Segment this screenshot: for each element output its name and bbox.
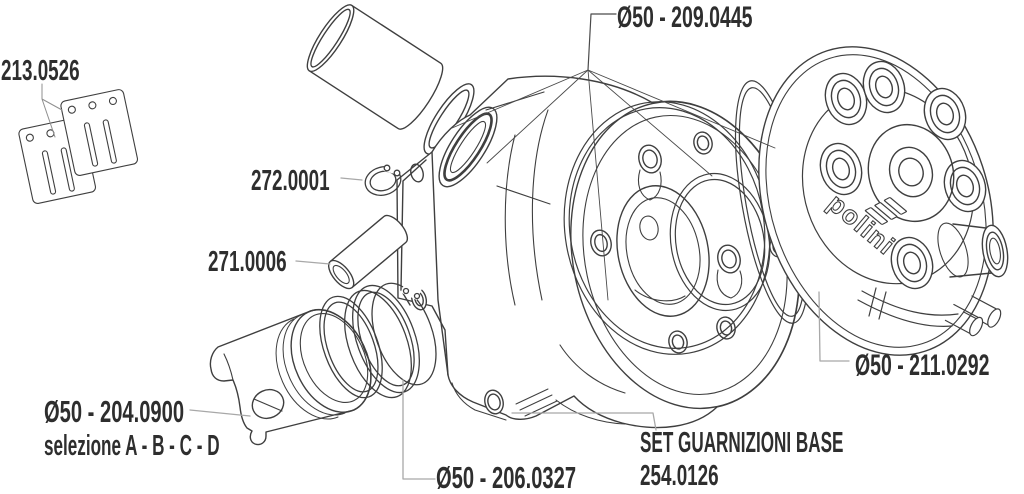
reed-valves-illustration <box>18 89 139 204</box>
label-base-gasket-number: 254.0126 <box>640 460 719 492</box>
polini-logo-icon <box>864 197 907 225</box>
leader-lines <box>41 13 850 480</box>
leader-wrist-pin <box>295 260 331 265</box>
label-piston-selection: selezione A - B - C - D <box>44 430 220 462</box>
piston-illustration <box>209 308 372 446</box>
wrist-pin-illustration <box>327 214 409 290</box>
label-base-gasket-title: SET GUARNIZIONI BASE <box>640 427 844 459</box>
leader-cylinder-head <box>818 291 850 362</box>
circlip-illustration <box>364 159 402 196</box>
label-reed-valves: 213.0526 <box>1 55 80 87</box>
label-circlip: 272.0001 <box>251 165 330 197</box>
exhaust-tube-illustration <box>306 4 444 130</box>
cylinder-illustration <box>396 75 801 429</box>
head-boss-illustrations <box>819 60 987 290</box>
leader-base-gasket <box>511 412 657 431</box>
label-wrist-pin: 271.0006 <box>208 246 287 278</box>
leader-piston-rings <box>402 379 436 480</box>
leader-circlip <box>340 177 363 181</box>
label-piston-rings: Ø50 - 206.0327 <box>436 460 577 494</box>
leader-piston <box>189 409 251 417</box>
leader-cylinder <box>587 13 617 71</box>
label-cylinder: Ø50 - 209.0445 <box>617 1 753 34</box>
cylinder-head-illustration <box>758 46 1009 356</box>
coolant-spigot-illustration <box>937 222 1009 278</box>
head-pipe-illustration <box>857 287 1002 337</box>
leader-reed-valves <box>41 83 63 138</box>
label-cylinder-head: Ø50 - 211.0292 <box>855 349 990 382</box>
label-piston: Ø50 - 204.0900 <box>44 394 185 429</box>
